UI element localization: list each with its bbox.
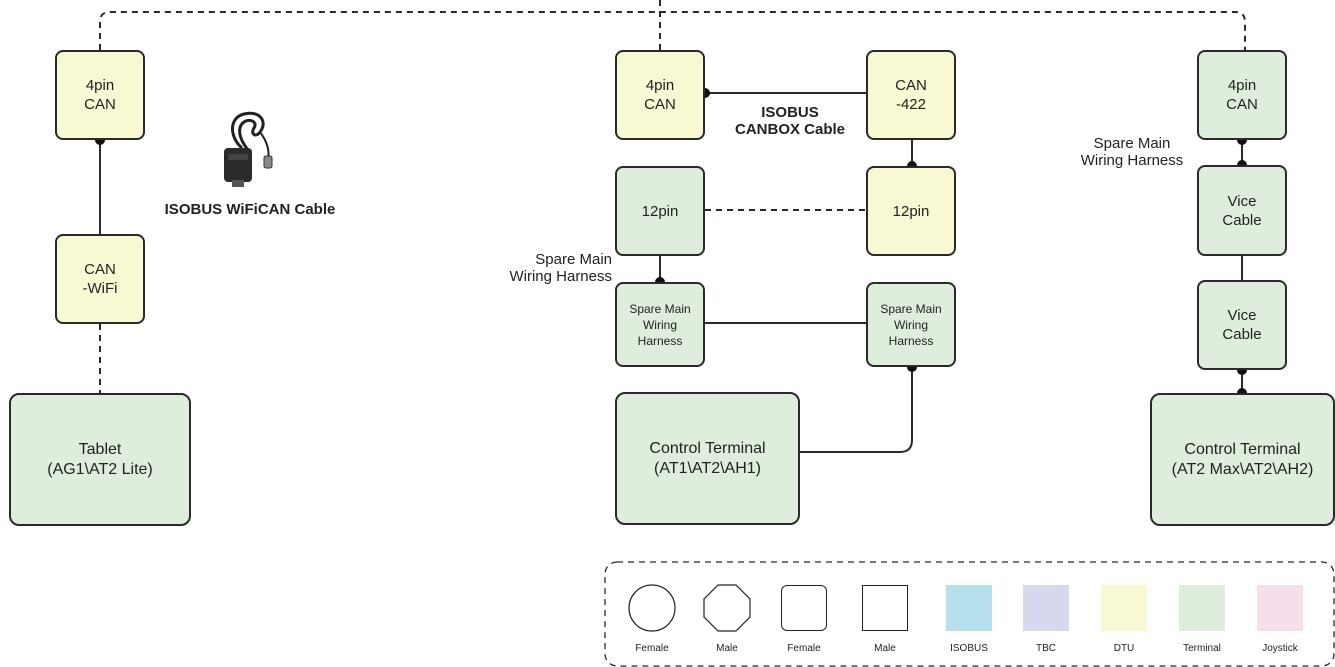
legend-label: DTU	[1113, 643, 1135, 654]
left-harness-box: Spare Main Wiring Harness	[615, 282, 705, 367]
octagon-icon	[703, 584, 751, 632]
legend-label: Female	[635, 643, 669, 654]
right-12pin-box: 12pin	[866, 166, 956, 256]
control-terminal-middle: Control Terminal (AT1\AT2\AH1)	[615, 392, 800, 525]
middle-harness-label: Spare Main Wiring Harness	[509, 251, 612, 285]
vice-cable-2-box: Vice Cable	[1197, 280, 1287, 370]
control-terminal-right: Control Terminal (AT2 Max\AT2\AH2)	[1150, 393, 1335, 526]
circle-icon	[628, 584, 676, 632]
vice-cable-1-box: Vice Cable	[1197, 165, 1287, 256]
can-422-box: CAN -422	[866, 50, 956, 140]
dtu-swatch	[1101, 585, 1147, 631]
square-icon	[862, 585, 908, 631]
canbox-cable-label: ISOBUS CANBOX Cable	[734, 104, 846, 138]
wificam-cable-label: ISOBUS WiFiCAN Cable	[164, 201, 336, 218]
right-4pin-can-box: 4pin CAN	[1197, 50, 1287, 140]
rounded-square-icon	[781, 585, 827, 631]
isobus-swatch	[946, 585, 992, 631]
legend-label: Male	[874, 643, 896, 654]
terminal-swatch	[1179, 585, 1225, 631]
legend-label: Female	[787, 643, 821, 654]
left-4pin-can-box: 4pin CAN	[55, 50, 145, 140]
legend-label: TBC	[1036, 643, 1056, 654]
can-wifi-box: CAN -WiFi	[55, 234, 145, 324]
legend-label: Male	[716, 643, 738, 654]
left-12pin-box: 12pin	[615, 166, 705, 256]
tbc-swatch	[1023, 585, 1069, 631]
wificam-cable-icon	[224, 111, 273, 187]
legend-label: ISOBUS	[950, 643, 988, 654]
legend-label: Joystick	[1262, 643, 1298, 654]
right-harness-label: Spare Main Wiring Harness	[1080, 135, 1184, 169]
middle-4pin-can-box: 4pin CAN	[615, 50, 705, 140]
legend-label: Terminal	[1183, 643, 1221, 654]
joystick-swatch	[1257, 585, 1303, 631]
right-harness-box: Spare Main Wiring Harness	[866, 282, 956, 367]
tablet-box: Tablet (AG1\AT2 Lite)	[9, 393, 191, 526]
